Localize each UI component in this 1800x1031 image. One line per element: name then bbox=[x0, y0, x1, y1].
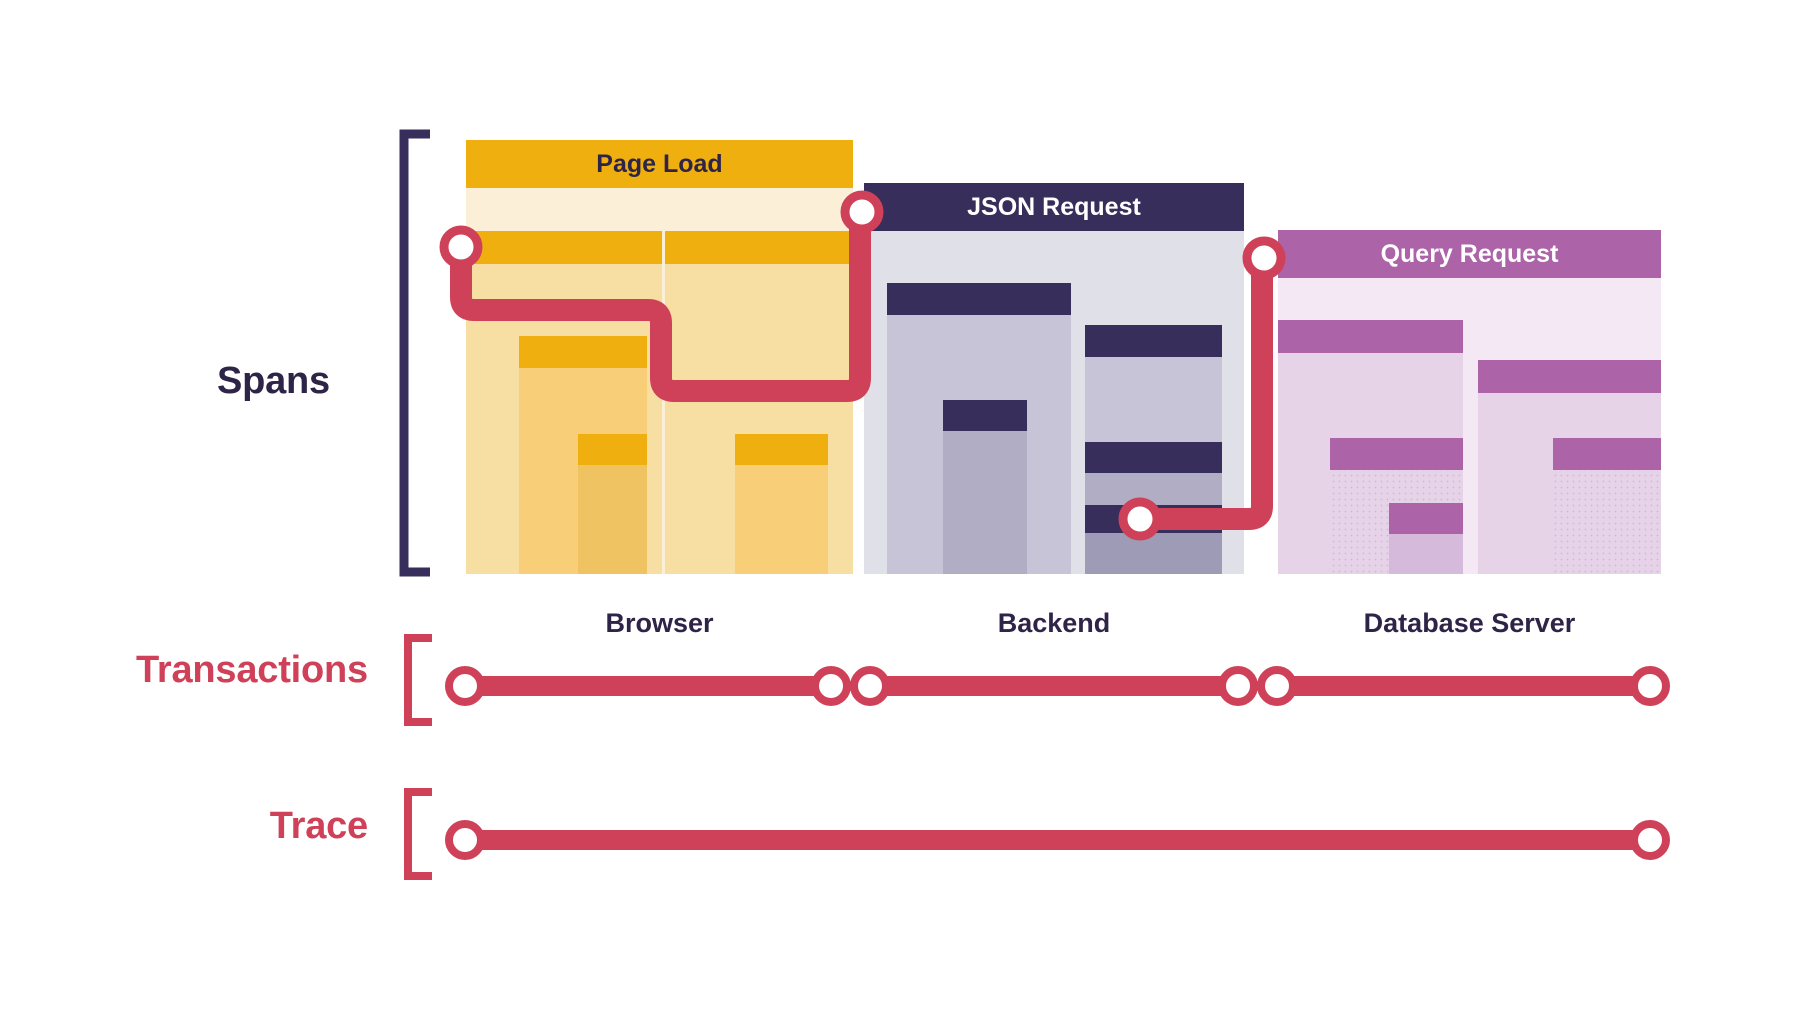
browser-panel-title-bar bbox=[466, 140, 853, 188]
backend-span-2-header bbox=[943, 400, 1027, 431]
node-backend-to-database bbox=[1118, 497, 1162, 541]
node-database-start bbox=[1242, 236, 1286, 280]
group-caption-database: Database Server bbox=[1363, 608, 1576, 638]
browser-span-5-header bbox=[735, 434, 828, 465]
transactions-bracket bbox=[404, 634, 432, 726]
database-span-4-header bbox=[1553, 438, 1661, 470]
group-browser bbox=[466, 140, 853, 574]
node-browser-start bbox=[439, 225, 483, 269]
transaction-node-browser-end bbox=[811, 666, 851, 706]
backend-span-3-header bbox=[1085, 325, 1222, 357]
database-span-5-header bbox=[1389, 503, 1463, 534]
database-span-1-header bbox=[1278, 320, 1463, 353]
browser-span-2-header bbox=[665, 231, 853, 264]
trace-timeline bbox=[445, 820, 1670, 860]
trace-node-end bbox=[1630, 820, 1670, 860]
database-panel-title-bar bbox=[1278, 230, 1661, 278]
transaction-node-database-end bbox=[1630, 666, 1670, 706]
trace-bracket bbox=[404, 788, 432, 880]
transaction-node-backend-start bbox=[850, 666, 890, 706]
group-caption-browser: Browser bbox=[605, 608, 714, 638]
trace-connector-path bbox=[450, 205, 1273, 530]
transactions-timeline bbox=[445, 666, 1670, 706]
trace-node-start bbox=[445, 820, 485, 860]
browser-span-3-header bbox=[519, 336, 647, 368]
backend-panel-title: JSON Request bbox=[967, 192, 1141, 221]
browser-span-4-header bbox=[578, 434, 647, 465]
backend-span-1-header bbox=[887, 283, 1071, 315]
backend-panel-title-bar bbox=[864, 183, 1244, 231]
group-caption-backend: Backend bbox=[997, 608, 1111, 638]
transactions-row-label: Transactions bbox=[135, 649, 368, 691]
backend-span-4-header bbox=[1085, 442, 1222, 473]
browser-panel-title: Page Load bbox=[596, 149, 723, 178]
spans-bracket bbox=[399, 129, 430, 577]
database-span-2-header bbox=[1478, 360, 1661, 393]
group-database bbox=[1278, 230, 1661, 574]
node-browser-to-backend bbox=[840, 190, 884, 234]
browser-span-1-header bbox=[466, 231, 662, 264]
connector-nodes bbox=[439, 190, 1286, 541]
database-panel-title: Query Request bbox=[1380, 239, 1559, 268]
trace-row-label: Trace bbox=[269, 805, 369, 847]
transaction-node-browser-start bbox=[445, 666, 485, 706]
spans-row-label: Spans bbox=[216, 360, 330, 402]
database-span-3-header bbox=[1330, 438, 1463, 470]
transaction-node-backend-end bbox=[1218, 666, 1258, 706]
transaction-node-database-start bbox=[1257, 666, 1297, 706]
